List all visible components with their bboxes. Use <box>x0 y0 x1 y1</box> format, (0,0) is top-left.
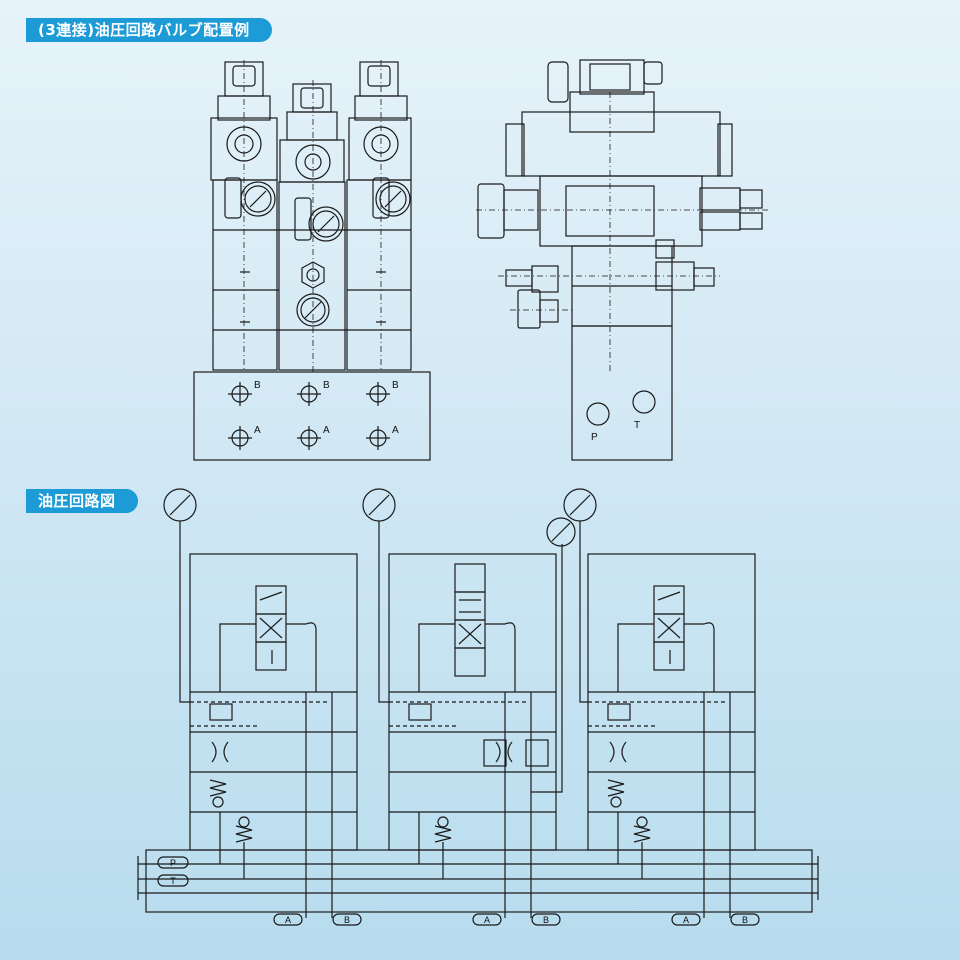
port-label-t: T <box>634 420 640 431</box>
directional-valve-1 <box>255 585 287 671</box>
circuit-label-a1: A <box>285 915 291 925</box>
circuit-label-b1: B <box>344 915 350 925</box>
side-subplate <box>571 325 673 461</box>
port-label-b3: B <box>392 380 399 391</box>
circuit-label-t: T <box>170 876 176 886</box>
port-label-p: P <box>591 432 598 443</box>
section-title-valve-layout: (3連接)油圧回路バルブ配置例 <box>26 18 272 42</box>
directional-valve-3 <box>653 585 685 671</box>
gauge-3 <box>546 517 576 547</box>
reducing-valve-3 <box>607 703 631 721</box>
gauge-2 <box>362 488 396 522</box>
section-title-hydraulic-circuit: 油圧回路図 <box>26 489 138 513</box>
front-view-assembly <box>193 60 431 461</box>
front-ports <box>228 382 390 450</box>
side-view-assembly <box>476 59 770 461</box>
reducing-valve-2 <box>408 703 432 721</box>
throttle-check-a <box>483 739 507 767</box>
circuit-label-b3: B <box>742 915 748 925</box>
hydraulic-circuit-diagram <box>137 488 819 926</box>
gauge-4 <box>563 488 597 522</box>
side-ports <box>586 390 656 426</box>
port-label-a2: A <box>323 425 330 436</box>
directional-valve-2 <box>454 563 486 677</box>
circuit-label-a2: A <box>484 915 490 925</box>
front-subplate <box>193 371 431 461</box>
port-label-a1: A <box>254 425 261 436</box>
port-label-b2: B <box>323 380 330 391</box>
throttle-check-b <box>525 739 549 767</box>
port-label-a3: A <box>392 425 399 436</box>
manifold-block <box>145 849 813 913</box>
circuit-label-b2: B <box>543 915 549 925</box>
circuit-label-p: P <box>170 858 176 868</box>
circuit-label-a3: A <box>683 915 689 925</box>
gauge-1 <box>163 488 197 522</box>
reducing-valve-1 <box>209 703 233 721</box>
port-label-b1: B <box>254 380 261 391</box>
